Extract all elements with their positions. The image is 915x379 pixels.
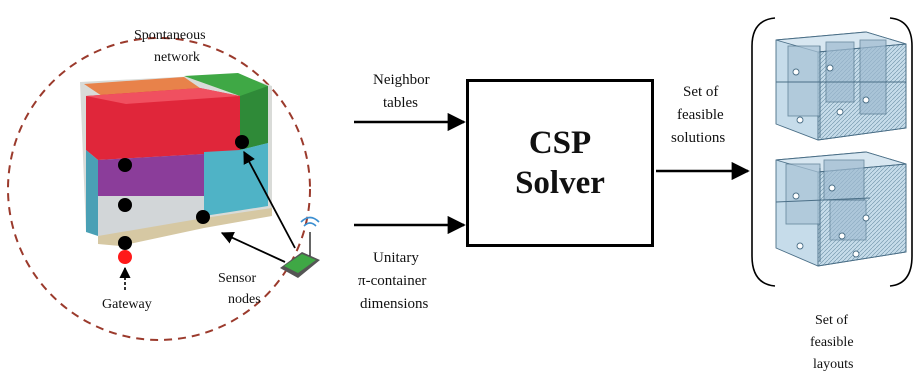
feasible-solutions-line3: solutions <box>671 130 726 146</box>
network-title-line2: network <box>154 50 200 65</box>
gateway-dot <box>118 250 132 264</box>
sensor-node-dot <box>235 135 249 149</box>
layouts-caption-line1: Set of <box>815 313 849 328</box>
feasible-solutions-line1: Set of <box>683 84 719 100</box>
csp-solver-box: CSP Solver <box>466 79 654 247</box>
csp-solver-line2: Solver <box>515 165 605 201</box>
sensor-nodes-line2: nodes <box>228 292 261 307</box>
layouts-caption-line2: feasible <box>810 335 854 350</box>
sensor-node-dot <box>196 210 210 224</box>
unitary-dimensions-line3: dimensions <box>360 296 429 312</box>
neighbor-tables-line1: Neighbor <box>373 72 430 88</box>
sensor-node-dot <box>118 198 132 212</box>
pallet-box-illustration <box>80 73 272 246</box>
orange-block <box>84 77 200 96</box>
layouts-caption-line3: layouts <box>813 357 854 372</box>
unitary-dimensions-line1: Unitary <box>373 250 419 266</box>
feasible-solutions-line2: feasible <box>677 107 724 123</box>
sensor-device-icon <box>280 216 320 278</box>
sensor-arrow <box>243 150 296 249</box>
csp-solver-line1: CSP <box>528 125 592 161</box>
gateway-label: Gateway <box>102 297 152 312</box>
feasible-layout-1 <box>775 31 907 141</box>
layouts-bracket-right <box>889 17 913 287</box>
unitary-dimensions-line2: π-container <box>358 273 427 289</box>
pallet <box>98 208 272 246</box>
sensor-node-dot <box>118 158 132 172</box>
neighbor-tables-line2: tables <box>383 95 418 111</box>
network-circle <box>7 37 311 341</box>
sensor-node-dot <box>118 236 132 250</box>
feasible-layout-2 <box>775 151 907 267</box>
layouts-bracket-left <box>751 17 776 287</box>
sensor-nodes-line1: Sensor <box>218 271 257 286</box>
network-title-line1: Spontaneous <box>134 28 206 43</box>
sensor-arrow <box>220 232 286 263</box>
red-block <box>86 88 240 160</box>
